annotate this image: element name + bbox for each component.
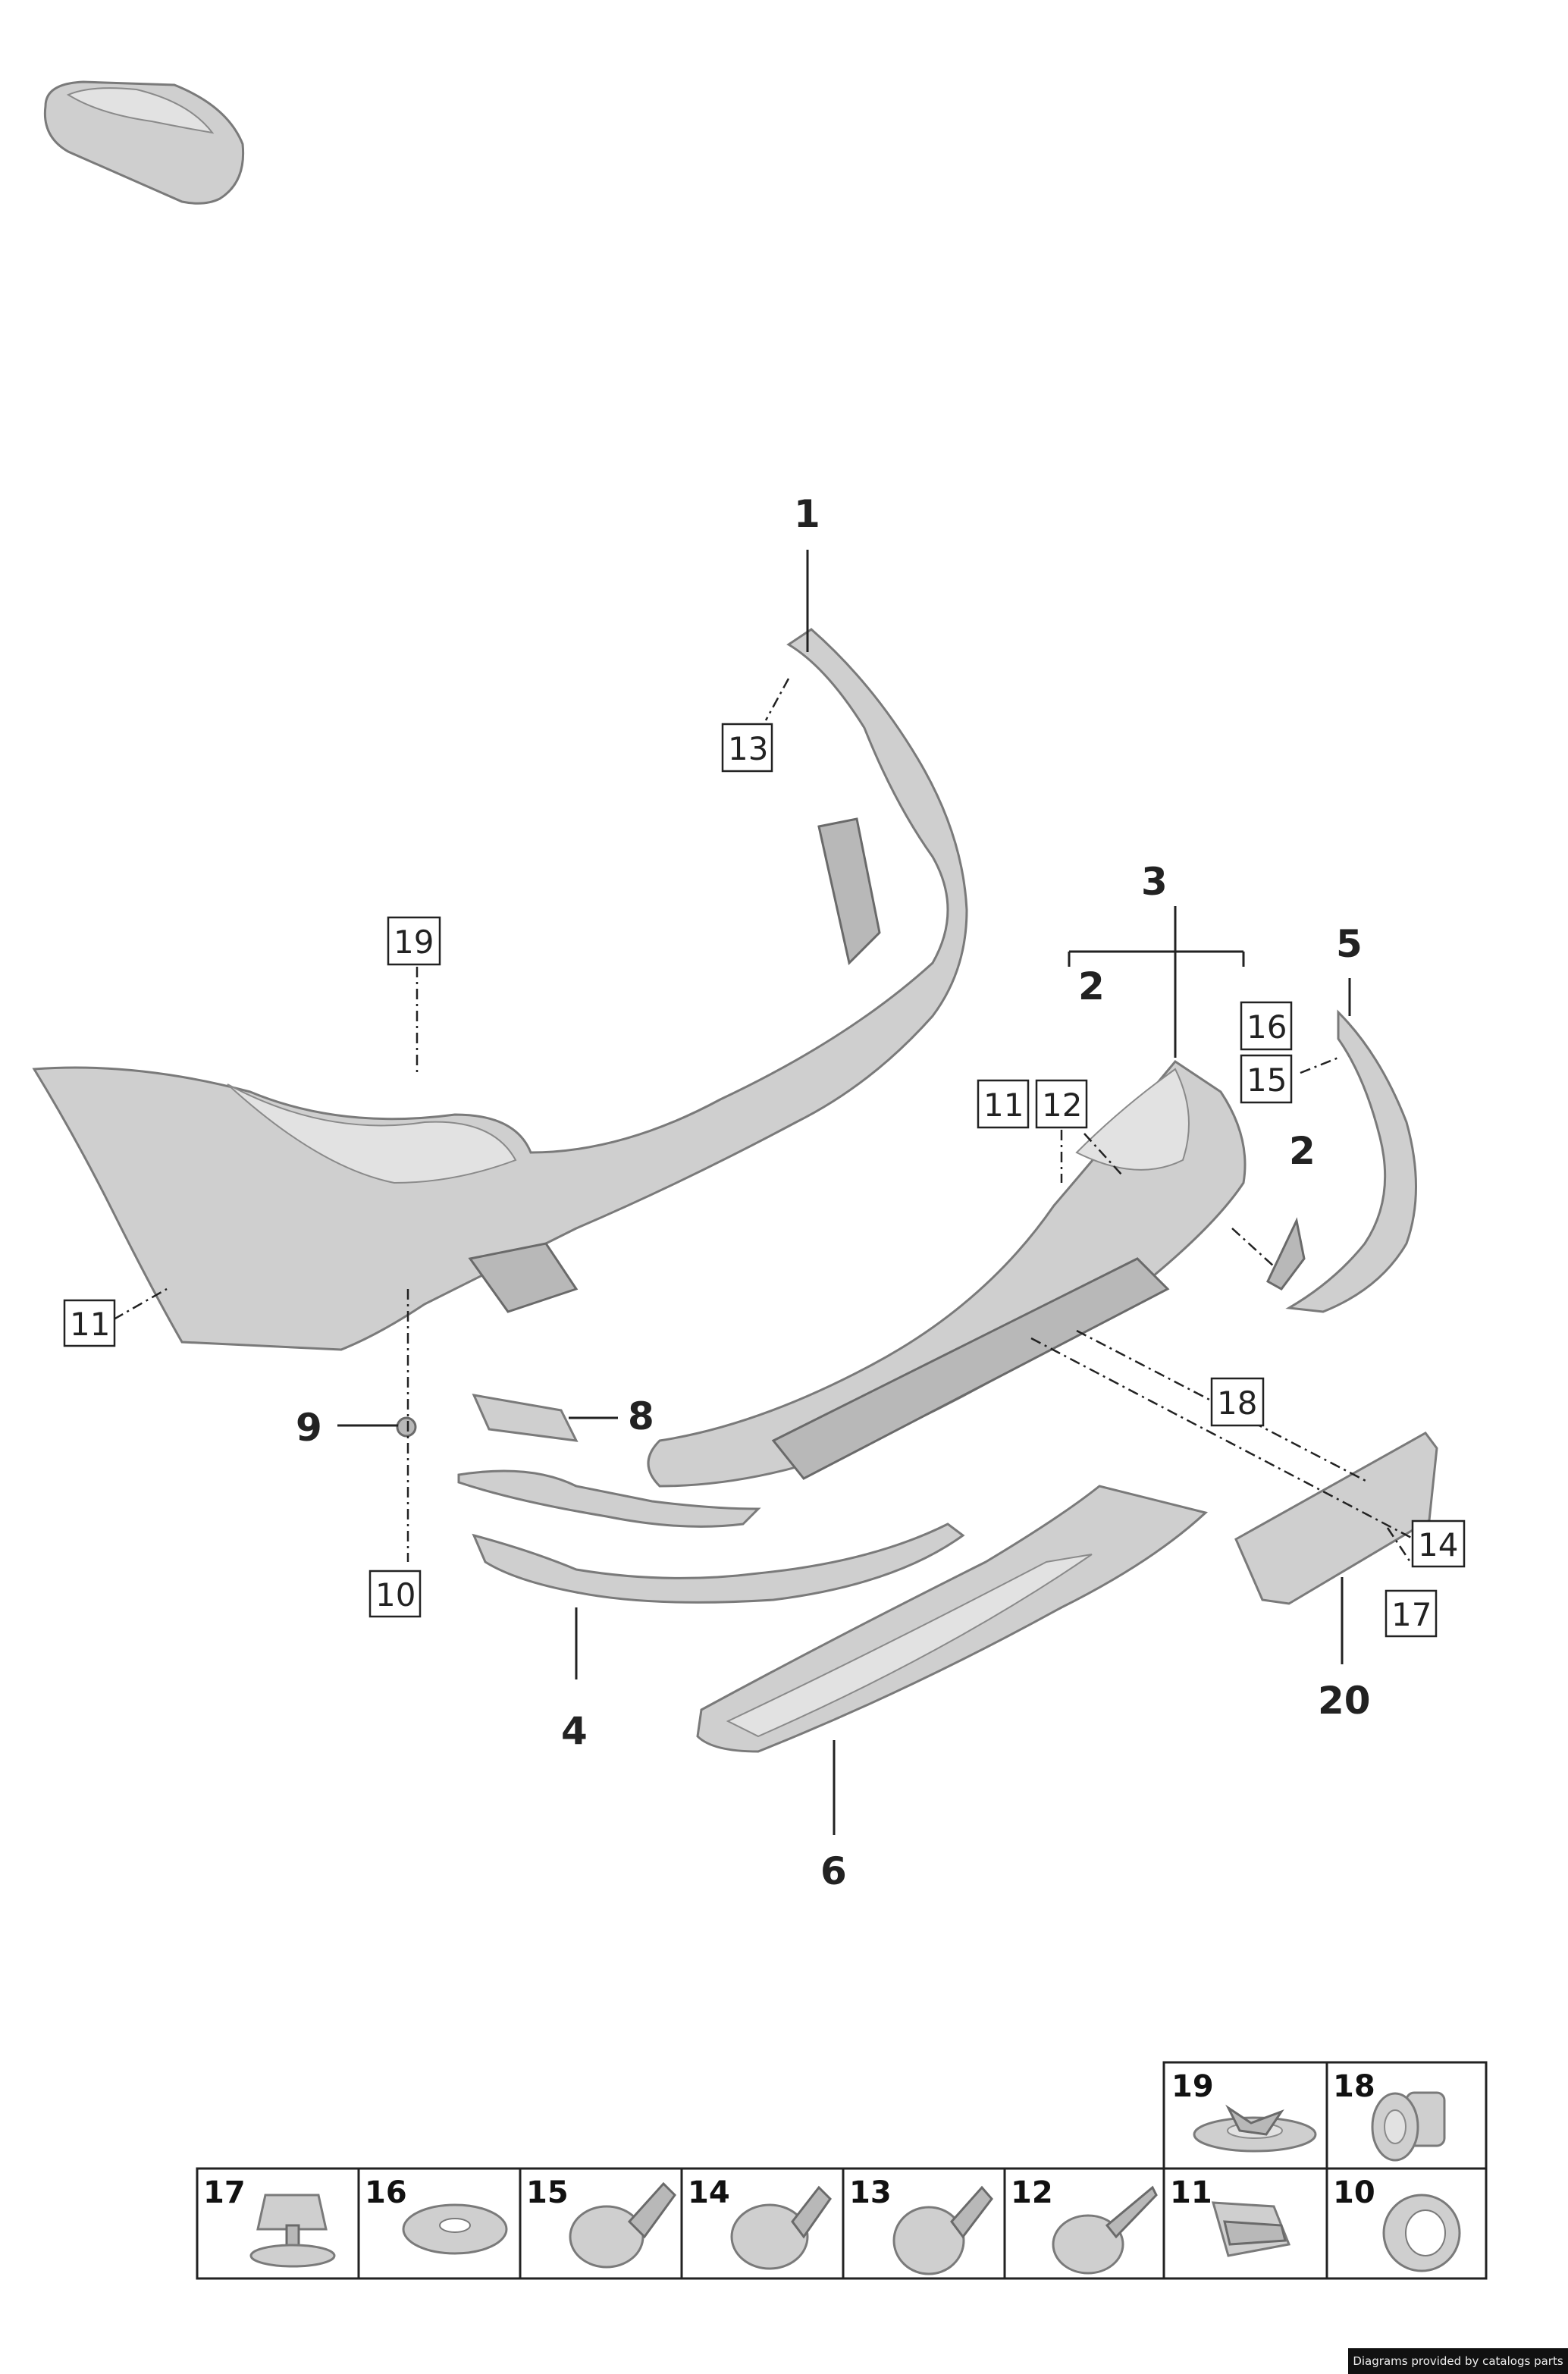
box-16: 16 bbox=[1247, 1008, 1287, 1046]
callout-8: 8 bbox=[628, 1394, 654, 1438]
box-15: 15 bbox=[1247, 1062, 1287, 1099]
ring-grommet-icon bbox=[1382, 2194, 1461, 2272]
box-11-left: 11 bbox=[70, 1306, 110, 1343]
table-num-11: 11 bbox=[1170, 2175, 1212, 2210]
table-num-12: 12 bbox=[1011, 2175, 1053, 2210]
callout-labels: 1 3 2 5 2 9 8 4 6 20 bbox=[296, 492, 1371, 1893]
box-19: 19 bbox=[394, 924, 434, 961]
speed-nut-icon bbox=[1211, 2201, 1291, 2257]
diffuser-inner bbox=[726, 1554, 1093, 1738]
car-thumbnail-icon bbox=[43, 80, 245, 205]
washer-icon bbox=[402, 2203, 508, 2255]
callout-5: 5 bbox=[1336, 922, 1363, 966]
box-14: 14 bbox=[1418, 1526, 1458, 1563]
box-10: 10 bbox=[375, 1576, 416, 1614]
rear-bumper-cover[interactable] bbox=[32, 628, 968, 1351]
table-num-14: 14 bbox=[688, 2175, 730, 2210]
table-num-10: 10 bbox=[1333, 2175, 1375, 2210]
callout-20: 20 bbox=[1318, 1679, 1371, 1723]
callout-2-upper: 2 bbox=[1078, 964, 1105, 1008]
callout-9: 9 bbox=[296, 1406, 322, 1450]
callout-4: 4 bbox=[561, 1709, 588, 1753]
trim-piece[interactable] bbox=[472, 1394, 579, 1442]
callout-6: 6 bbox=[820, 1849, 847, 1893]
table-num-17: 17 bbox=[203, 2175, 246, 2210]
table-num-13: 13 bbox=[849, 2175, 892, 2210]
box-13: 13 bbox=[728, 730, 768, 767]
self-tapping-screw-icon bbox=[1052, 2185, 1158, 2275]
table-num-18: 18 bbox=[1333, 2069, 1375, 2104]
table-num-16: 16 bbox=[365, 2175, 407, 2210]
callout-2-lower: 2 bbox=[1289, 1129, 1316, 1173]
grommet-icon bbox=[1371, 2091, 1446, 2162]
footer-credit: Diagrams provided by catalogs parts bbox=[1348, 2348, 1568, 2374]
spoiler-lip[interactable] bbox=[472, 1523, 965, 1604]
fastener-table: 19 18 17 16 15 14 13 12 11 10 bbox=[196, 2061, 1488, 2280]
mount-bracket[interactable] bbox=[1234, 1432, 1438, 1605]
push-rivet-icon bbox=[249, 2194, 336, 2268]
lower-rear-panel[interactable] bbox=[647, 1060, 1247, 1488]
box-11-right: 11 bbox=[983, 1087, 1024, 1124]
callout-3: 3 bbox=[1141, 860, 1168, 904]
clip-ring-icon bbox=[1193, 2104, 1317, 2153]
box-17: 17 bbox=[1391, 1596, 1432, 1633]
boxed-labels: 13 19 11 10 11 12 16 15 18 14 17 bbox=[63, 723, 1466, 1638]
torx-screw-14-icon bbox=[730, 2185, 832, 2270]
bracket[interactable] bbox=[1266, 1217, 1306, 1290]
table-num-15: 15 bbox=[526, 2175, 569, 2210]
table-num-19: 19 bbox=[1171, 2069, 1214, 2104]
torx-screw-15-icon bbox=[569, 2181, 676, 2269]
box-12: 12 bbox=[1042, 1087, 1082, 1124]
clip[interactable] bbox=[396, 1416, 417, 1438]
callout-1: 1 bbox=[794, 492, 820, 536]
side-trim[interactable] bbox=[1285, 1009, 1417, 1313]
box-18: 18 bbox=[1217, 1385, 1257, 1422]
lower-trim-strip[interactable] bbox=[457, 1469, 761, 1528]
screw-13-icon bbox=[892, 2185, 993, 2275]
